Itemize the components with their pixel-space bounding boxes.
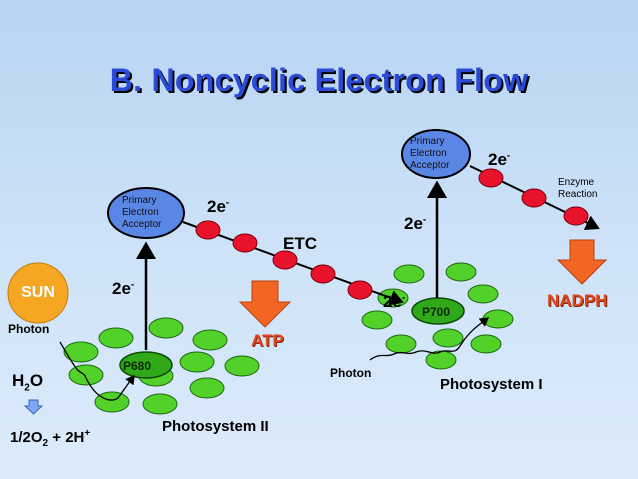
electrons-label-etc-end: 2e- <box>383 292 406 311</box>
primary-acceptor-right <box>401 129 471 179</box>
atp-label: ATP <box>251 331 284 350</box>
oxygen-protons-label: 1/2O2 + 2H+ <box>10 428 91 449</box>
p680-label: P680 <box>123 359 152 373</box>
photosystem-i-label: Photosystem I <box>440 376 543 393</box>
photon-path-right <box>369 317 490 361</box>
electrons-label-ps2: 2e- <box>112 279 135 298</box>
page-title: B. Noncyclic Electron Flow <box>109 62 529 98</box>
sun-shape <box>7 262 69 324</box>
photon-path-left <box>59 341 135 401</box>
enzyme-reaction-label: Enzyme Reaction <box>558 177 597 201</box>
acceptor-left-label: Primary Electron Acceptor <box>122 195 161 231</box>
photon-label-right: Photon <box>330 366 372 380</box>
photon-label-left: Photon <box>8 322 50 336</box>
electrons-label-acceptor-right: 2e- <box>488 150 511 169</box>
acceptor-right-label: Primary Electron Acceptor <box>410 136 449 172</box>
p700-label: P700 <box>422 305 451 319</box>
enzyme-line2: Reaction <box>558 189 598 200</box>
photosystem-ii-label: Photosystem II <box>162 418 269 435</box>
nadph-electrons <box>478 168 589 226</box>
nadph-arrow <box>556 239 608 285</box>
water-down-arrow <box>23 399 44 415</box>
acceptor-right-line2: Electron <box>410 148 447 159</box>
acceptor-left-line1: Primary <box>122 195 157 206</box>
etc-electrons <box>195 220 373 300</box>
water-label: H2O <box>12 371 44 394</box>
electrons-label-ps1: 2e- <box>404 214 427 233</box>
atp-arrow <box>238 280 292 328</box>
etc-label: ETC <box>283 234 317 253</box>
nadph-label: NADPH <box>547 291 608 310</box>
primary-acceptor-left <box>107 187 185 239</box>
acceptor-right-line3: Acceptor <box>410 160 450 171</box>
acceptor-left-line3: Acceptor <box>122 219 162 230</box>
enzyme-line1: Enzyme <box>558 177 595 188</box>
p680-reaction-center <box>119 351 173 379</box>
acceptor-left-line2: Electron <box>122 207 159 218</box>
electrons-label-acceptor-left: 2e- <box>207 197 230 216</box>
acceptor-right-line1: Primary <box>410 136 445 147</box>
sun-label: SUN <box>21 284 55 301</box>
